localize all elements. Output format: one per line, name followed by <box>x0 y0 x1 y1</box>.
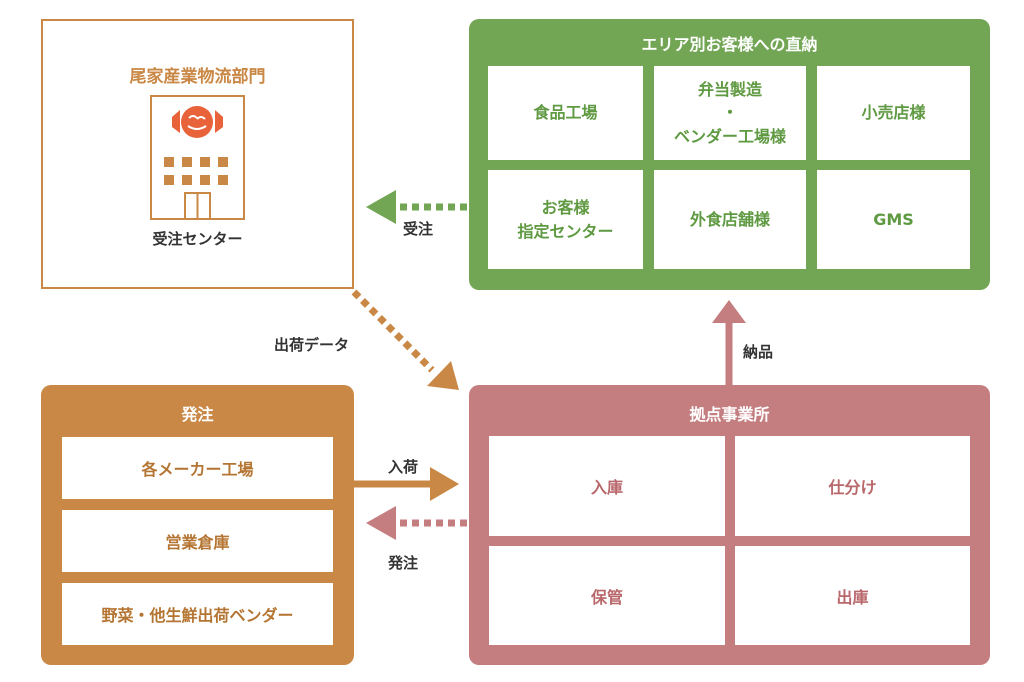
customer-cell: 外食店舗様 <box>654 170 806 269</box>
supplier-item: 営業倉庫 <box>62 510 333 572</box>
order-back-arrow <box>366 506 467 540</box>
receive-order-label: 受注 <box>403 220 434 238</box>
inbound-label: 入荷 <box>388 458 419 476</box>
delivery-label: 納品 <box>743 343 774 361</box>
process-cell: 出庫 <box>735 546 970 645</box>
order-back-label: 発注 <box>388 554 419 572</box>
customer-cell: 小売店様 <box>817 66 970 160</box>
customer-cell: GMS <box>817 170 970 269</box>
delivery-arrow <box>712 300 746 385</box>
customer-cell: 弁当製造 ・ ベンダー工場様 <box>654 66 806 160</box>
hq-label: 受注センター <box>152 230 243 248</box>
company-logo-icon <box>172 106 223 138</box>
supplier-item: 各メーカー工場 <box>62 437 333 499</box>
receive-order-arrow <box>366 190 467 224</box>
building-icon <box>150 95 245 220</box>
inbound-arrow <box>354 467 459 501</box>
shipping-data-arrow <box>351 289 459 390</box>
process-cell: 入庫 <box>489 436 725 536</box>
building-door <box>184 192 211 220</box>
base-office-title: 拠点事業所 <box>689 405 770 424</box>
building-windows <box>164 157 228 185</box>
hq-box <box>41 19 354 289</box>
customer-cell: お客様 指定センター <box>488 170 643 269</box>
supplier-item: 野菜・他生鮮出荷ベンダー <box>62 583 333 645</box>
customers-title: エリア別お客様への直納 <box>641 35 818 54</box>
customer-cell: 食品工場 <box>488 66 643 160</box>
process-cell: 保管 <box>489 546 725 645</box>
process-cell: 仕分け <box>735 436 970 536</box>
shipping-data-label: 出荷データ <box>274 336 350 354</box>
hq-title: 尾家産業物流部門 <box>129 67 266 87</box>
order-title: 発注 <box>181 405 214 424</box>
